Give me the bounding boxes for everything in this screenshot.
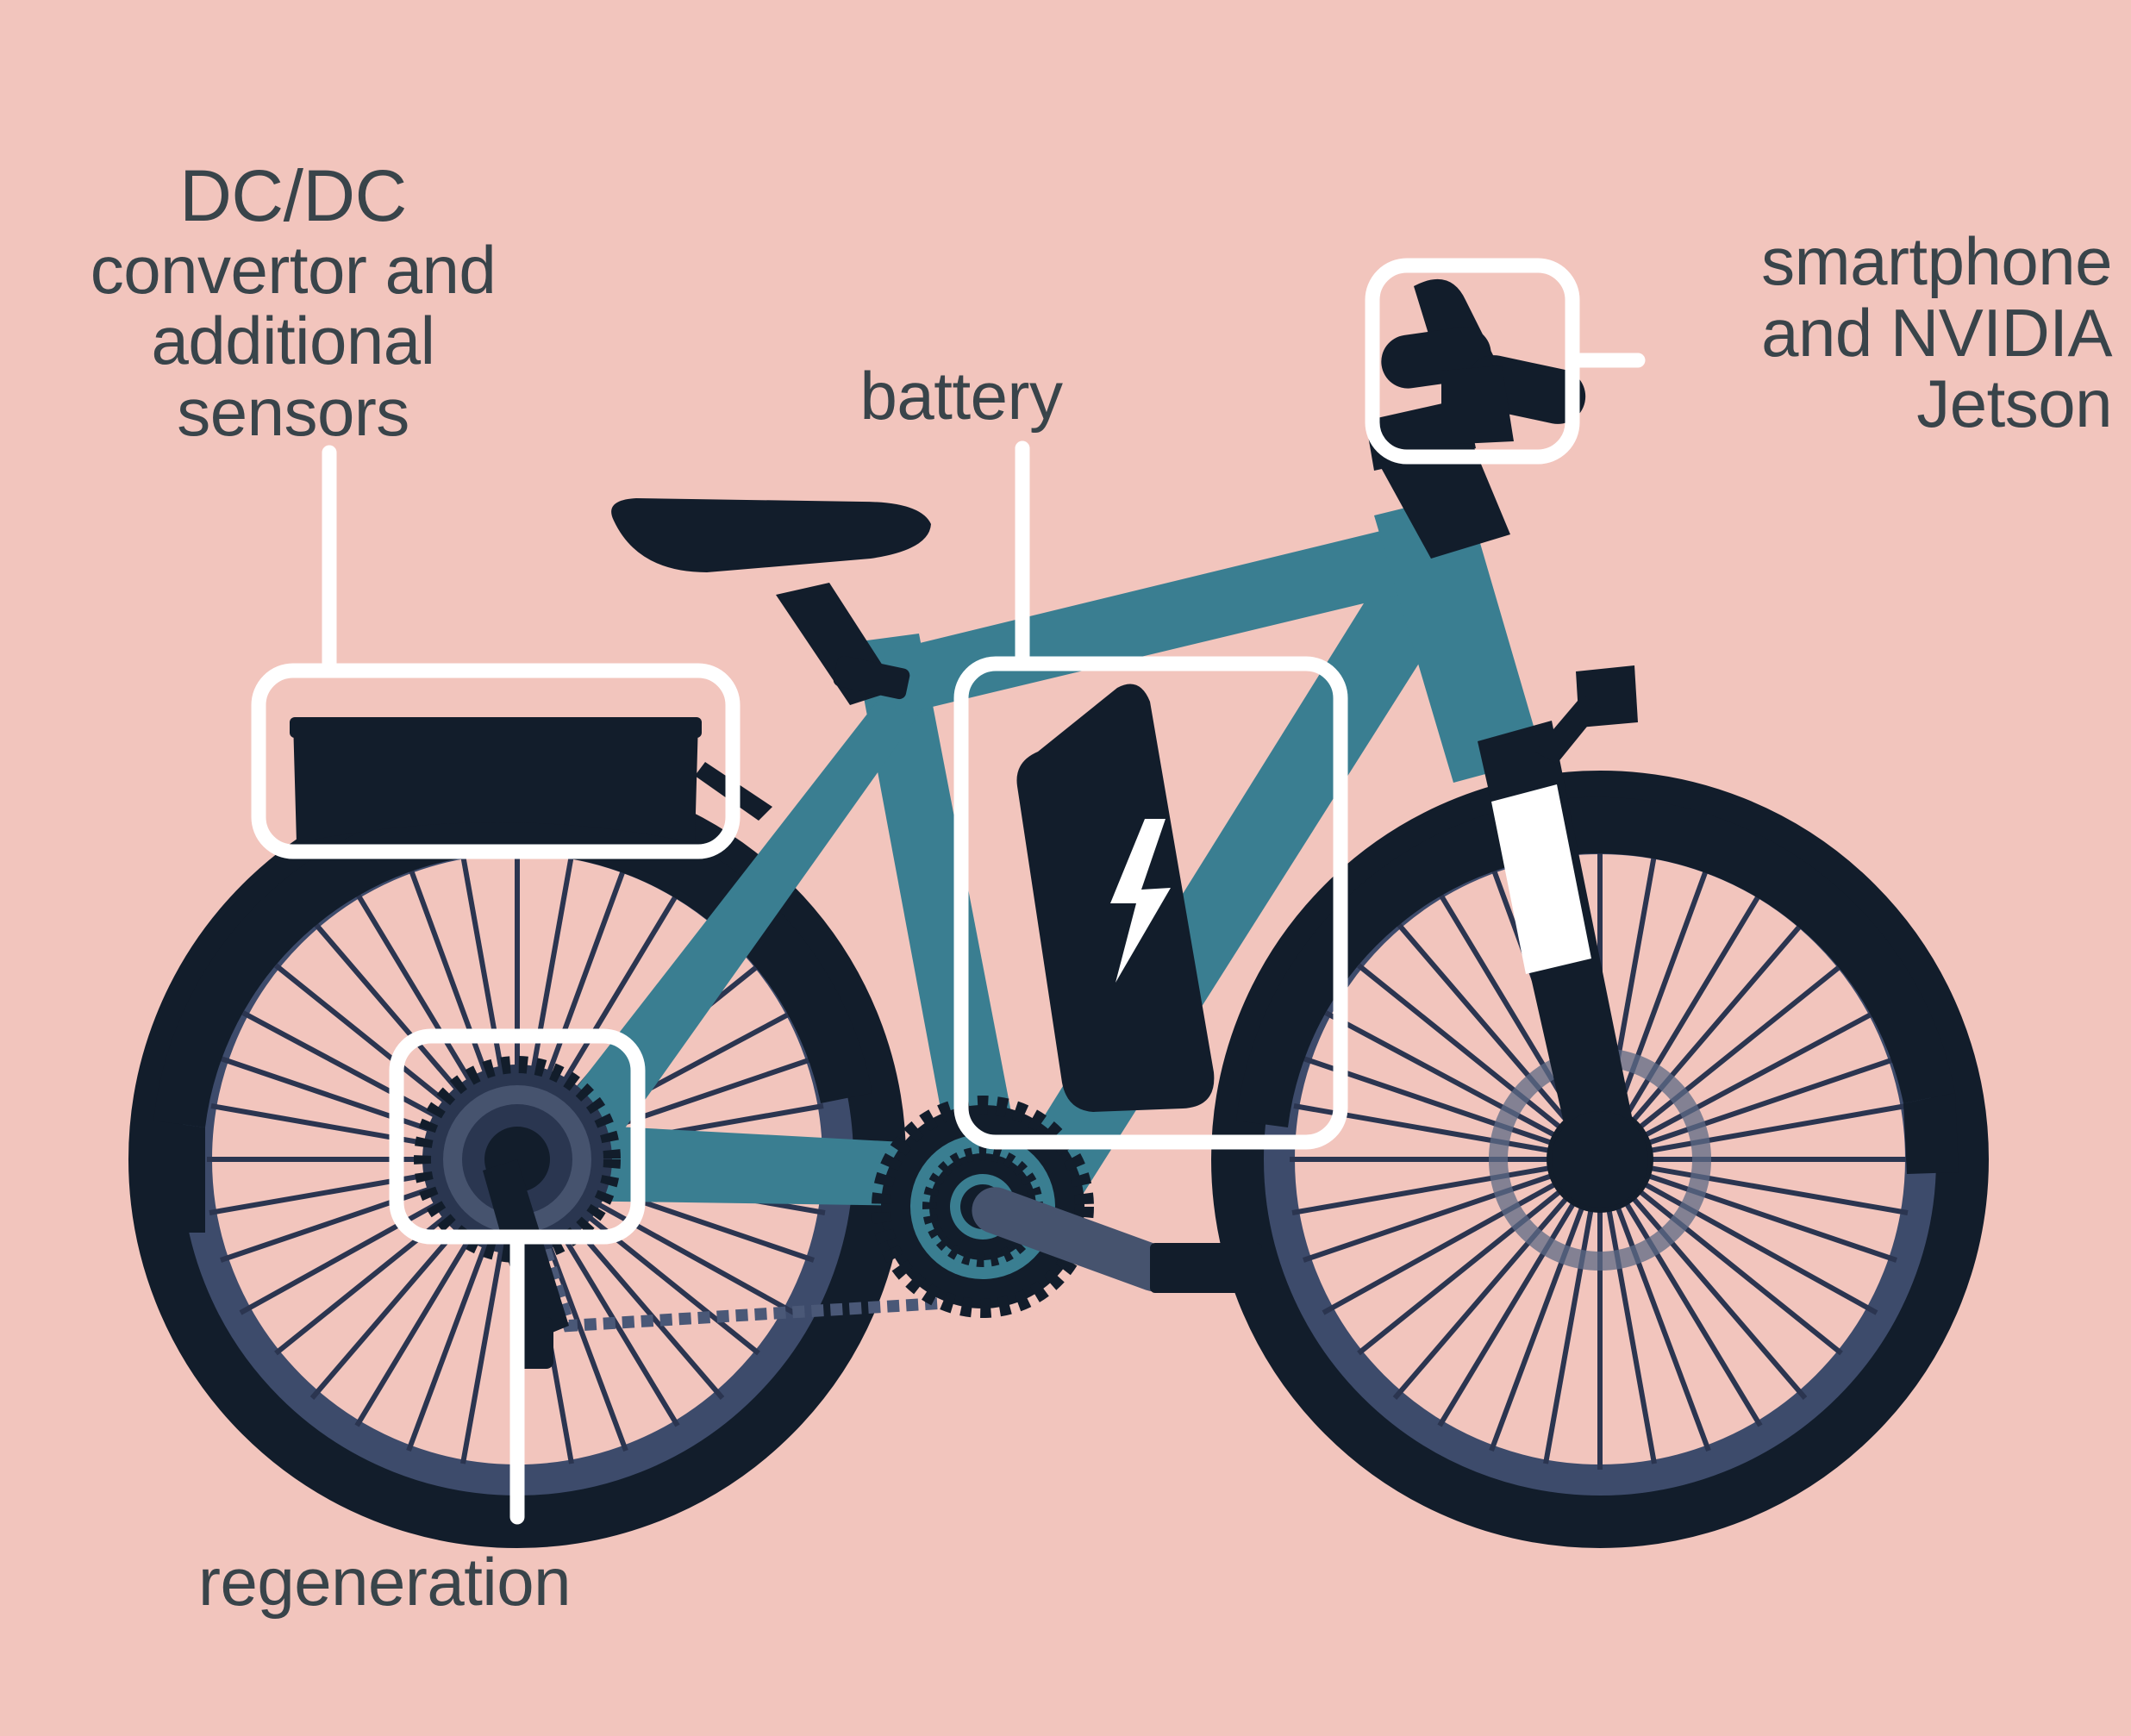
saddle <box>611 498 931 572</box>
rear-fender <box>153 796 872 1127</box>
front-fender-tail <box>1903 1093 1959 1174</box>
callout-box-dcdc[interactable] <box>251 663 741 859</box>
label-smartphone-jetson: smartphone and NVIDIA Jetson <box>1761 223 2112 442</box>
label-regeneration: regeneration <box>198 1544 572 1620</box>
front-fender <box>1236 796 1955 1127</box>
seatpost <box>776 583 910 705</box>
rear-hub-cassette <box>414 1056 621 1369</box>
lightning-bolt-icon <box>1110 819 1171 983</box>
fork <box>1478 721 1648 1208</box>
rear-derailleur-arm <box>483 1159 569 1341</box>
rear-rack-box <box>290 717 772 843</box>
label-dcdc-line1: DC/DC <box>179 154 407 236</box>
callout-box-handlebar[interactable] <box>1365 258 1580 465</box>
label-dcdc-rest: convertor and additional sensors <box>90 231 497 451</box>
handlebar <box>1381 278 1586 445</box>
callout-box-regeneration[interactable] <box>389 1028 646 1245</box>
label-battery: battery <box>859 358 1063 434</box>
pedal <box>1150 1243 1262 1293</box>
battery-pack <box>1016 684 1215 1112</box>
crankset <box>872 1096 1262 1318</box>
callout-box-battery[interactable] <box>953 656 1348 1150</box>
headlight <box>1534 665 1638 764</box>
rear-fender-tail <box>153 1121 205 1233</box>
fork-white-segment <box>1491 784 1591 974</box>
